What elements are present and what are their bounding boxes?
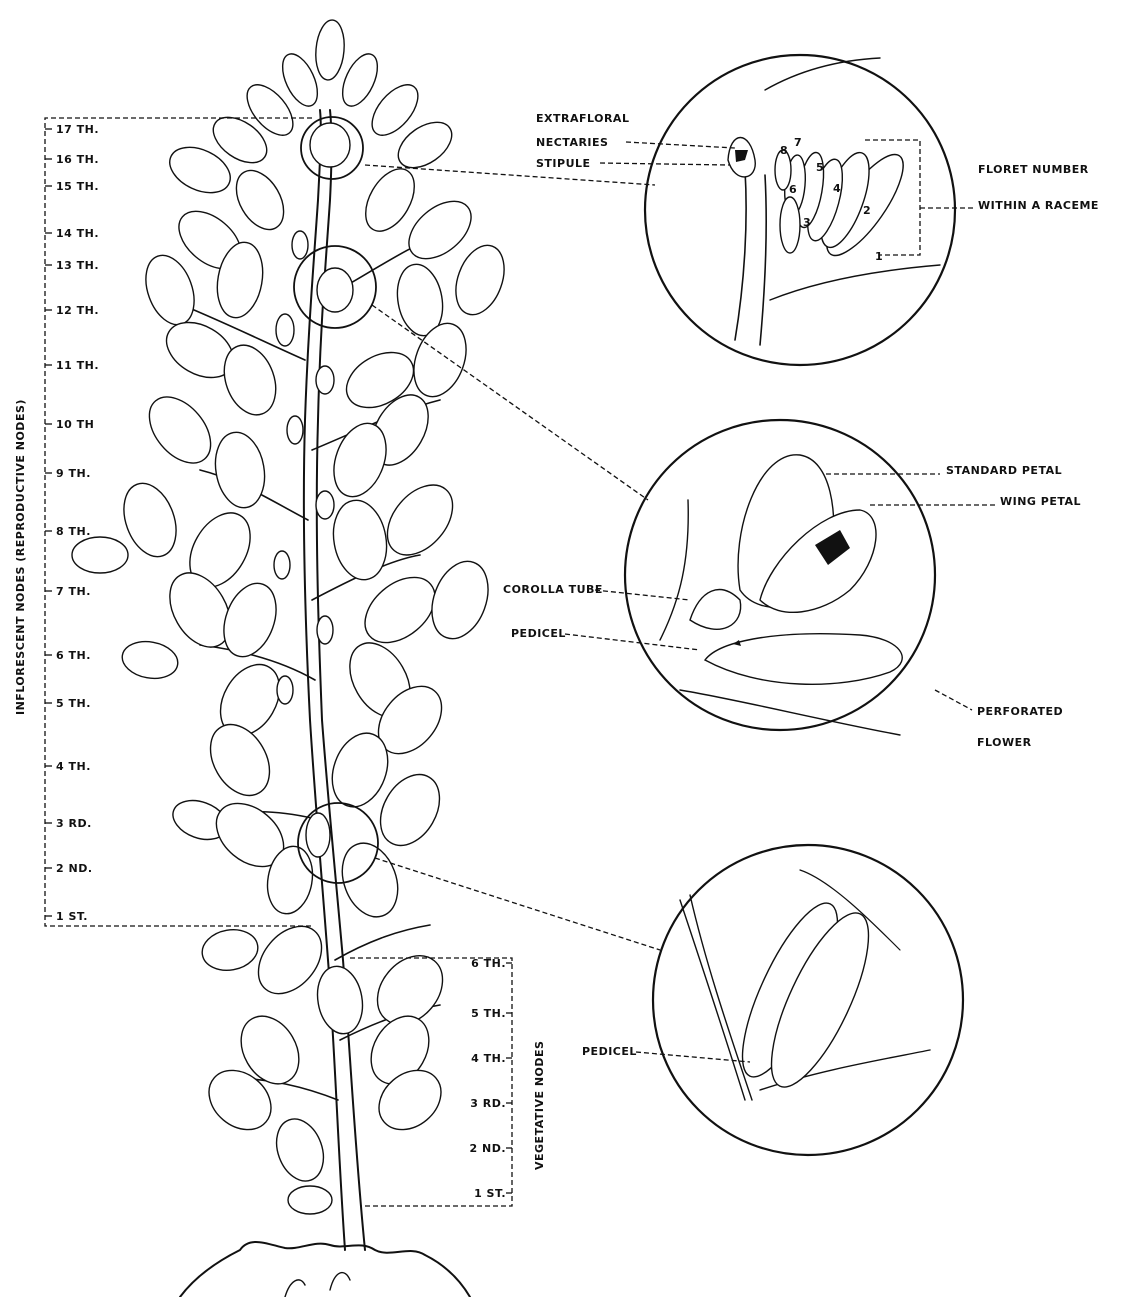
inflorescent-node-label: 8 TH. — [56, 525, 91, 538]
floret-num-4: 4 — [833, 182, 841, 195]
inflorescent-axis-label: INFLORESCENT NODES (REPRODUCTIVE NODES) — [14, 399, 27, 715]
floret-num-8: 8 — [780, 144, 788, 157]
label-corolla-tube: COROLLA TUBE — [503, 583, 603, 596]
label-standard-petal: STANDARD PETAL — [946, 464, 1062, 477]
inflorescent-node-label: 5 TH. — [56, 697, 91, 710]
floret-num-7: 7 — [794, 136, 802, 149]
label-perforated: PERFORATED — [977, 705, 1063, 718]
inflorescent-node-label: 14 TH. — [56, 227, 99, 240]
floret-petals — [775, 144, 916, 265]
label-flower: FLOWER — [977, 736, 1032, 749]
inflorescent-node-label: 6 TH. — [56, 649, 91, 662]
floret-num-1: 1 — [875, 250, 883, 263]
vegetative-node-label: 6 TH. — [471, 957, 506, 970]
inflorescent-node-label: 17 TH. — [56, 123, 99, 136]
label-nectaries: NECTARIES — [536, 136, 608, 149]
floret-num-3: 3 — [803, 216, 811, 229]
inflorescent-node-label: 4 TH. — [56, 760, 91, 773]
detail-floret-raceme: 1 2 3 4 5 6 7 8 EXTRAFLORAL NECTARIES ST… — [536, 55, 1099, 365]
plant-illustration — [72, 19, 513, 1297]
inflorescent-node-label: 1 ST. — [56, 910, 88, 923]
inflorescent-node-label: 2 ND. — [56, 862, 93, 875]
inflorescent-node-label: 12 TH. — [56, 304, 99, 317]
label-stipule: STIPULE — [536, 157, 591, 170]
label-wing-petal: WING PETAL — [1000, 495, 1081, 508]
vegetative-axis-label: VEGETATIVE NODES — [533, 1041, 546, 1170]
vegetative-node-label: 1 ST. — [474, 1187, 506, 1200]
vegetative-node-label: 4 TH. — [471, 1052, 506, 1065]
leaves — [72, 19, 513, 1214]
vegetative-node-label: 5 TH. — [471, 1007, 506, 1020]
inflorescent-node-label: 3 RD. — [56, 817, 92, 830]
inflorescent-node-labels: 17 TH. 16 TH. 15 TH. 14 TH. 13 TH. 12 TH. 11 T… — [45, 123, 99, 923]
label-pedicel-middle: PEDICEL — [511, 627, 566, 640]
inflorescent-node-label: 15 TH. — [56, 180, 99, 193]
detail-pod: PEDICEL — [582, 845, 963, 1155]
inflorescent-node-label: 9 TH. — [56, 467, 91, 480]
floret-num-5: 5 — [816, 161, 824, 174]
inflorescent-node-label: 11 TH. — [56, 359, 99, 372]
detail-flower-parts: STANDARD PETAL WING PETAL COROLLA TUBE P… — [503, 420, 1081, 749]
inflorescent-node-label: 13 TH. — [56, 259, 99, 272]
vegetative-node-labels: 6 TH. 5 TH. 4 TH. 3 RD. 2 ND. 1 ST. — [470, 957, 513, 1200]
inflorescent-node-label: 10 TH — [56, 418, 94, 431]
vegetative-node-label: 2 ND. — [470, 1142, 507, 1155]
inflorescent-node-label: 7 TH. — [56, 585, 91, 598]
inflorescent-node-label: 16 TH. — [56, 153, 99, 166]
label-pedicel-bottom: PEDICEL — [582, 1045, 637, 1058]
floret-num-6: 6 — [789, 183, 797, 196]
vegetative-node-label: 3 RD. — [470, 1097, 506, 1110]
connector-bottom — [375, 858, 660, 950]
label-floret-number: FLORET NUMBER — [978, 163, 1089, 176]
floret-num-2: 2 — [863, 204, 871, 217]
label-within-raceme: WITHIN A RACEME — [978, 199, 1099, 212]
label-extrafloral: EXTRAFLORAL — [536, 112, 629, 125]
